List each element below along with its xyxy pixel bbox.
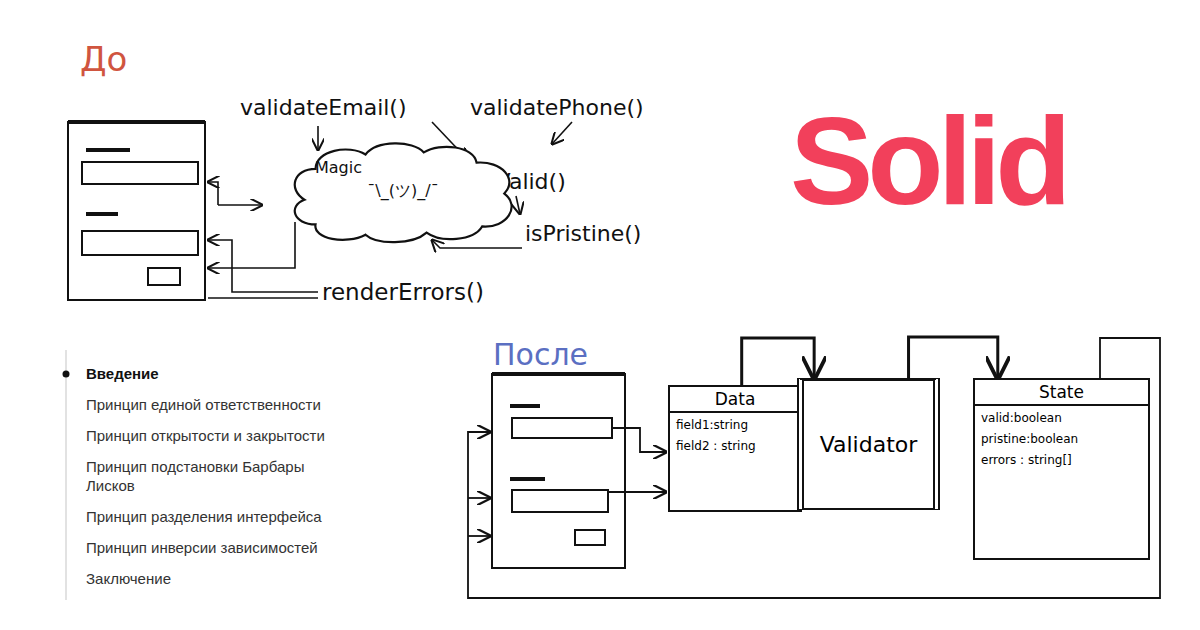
sketch-stroke (208, 240, 318, 292)
sketch-stroke (208, 222, 295, 268)
sketch-stroke (468, 338, 1160, 598)
field-line: field2 : string (670, 434, 800, 455)
toc-item: Принцип открытости и закрытости (86, 427, 325, 446)
magic-cloud: Magic ¯\_(ツ)_/¯ (285, 138, 521, 246)
sketch-stroke (317, 126, 319, 150)
function-name: validatePhone() (470, 94, 644, 122)
sketch-stroke (82, 162, 198, 184)
shrug-emoticon: ¯\_(ツ)_/¯ (285, 181, 521, 202)
data-box: Datafield1:stringfield2 : string (668, 385, 802, 512)
function-name: renderErrors() (322, 278, 484, 307)
sketch-stroke (575, 530, 605, 545)
sketch-stroke (63, 371, 70, 378)
sketch-stroke (468, 497, 490, 499)
sketch-stroke (512, 418, 612, 438)
box-heading: State (975, 380, 1148, 406)
state-box: Statevalid:booleanpristine:booleanerrors… (973, 378, 1150, 560)
toc-item: Принцип разделения интерфейса (86, 508, 322, 527)
flow-connector (909, 337, 998, 378)
title-heading: Solid (790, 92, 1066, 230)
form-sketch-after (492, 374, 625, 568)
toc-item: Принцип единой ответственности (86, 396, 321, 415)
sketch-stroke (510, 477, 545, 481)
sketch-stroke (510, 404, 540, 408)
field-line: pristine:boolean (975, 427, 1148, 448)
cloud-text: Magic ¯\_(ツ)_/¯ (285, 138, 521, 202)
sketch-stroke (82, 231, 198, 255)
field-line: field1:string (670, 413, 800, 434)
section-label: После (493, 336, 588, 374)
sketch-stroke (208, 297, 318, 299)
toc-item: Заключение (86, 570, 171, 589)
sketch-stroke (512, 490, 608, 512)
validator-box: Validator (797, 378, 940, 510)
toc-rail (63, 350, 70, 600)
sketch-stroke (86, 212, 118, 216)
sketch-stroke (516, 196, 520, 214)
before-wires (208, 122, 572, 298)
sketch-stroke (68, 120, 205, 124)
sketch-stroke (608, 491, 666, 493)
sketch-stroke (468, 535, 490, 537)
sketch-stroke (492, 372, 625, 376)
sketch-stroke (612, 428, 666, 452)
section-label: До (80, 38, 127, 81)
sketch-stroke (552, 122, 572, 144)
sketch-stroke (218, 204, 262, 206)
sketch-stroke (65, 350, 67, 600)
sketch-stroke (148, 268, 180, 285)
toc-item: Принцип инверсии зависимостей (86, 539, 318, 558)
box-title: Validator (820, 432, 918, 457)
field-line: valid:boolean (975, 406, 1148, 427)
box-heading: Data (670, 387, 800, 413)
toc-item: Принцип подстановки Барбары Лисков (86, 458, 346, 496)
toc-item: Введение (86, 365, 159, 384)
sketch-stroke (208, 182, 218, 205)
sketch-stroke (86, 148, 130, 152)
sketch-stroke (432, 240, 522, 248)
after-wires (468, 338, 1160, 598)
form-sketch-before (68, 122, 205, 300)
field-line: errors : string[] (975, 448, 1148, 469)
function-name: isPristine() (525, 220, 641, 248)
function-name: validateEmail() (240, 94, 407, 122)
cloud-heading: Magic (285, 158, 521, 177)
sketch-stroke (68, 122, 205, 300)
sketch-stroke (492, 374, 625, 568)
